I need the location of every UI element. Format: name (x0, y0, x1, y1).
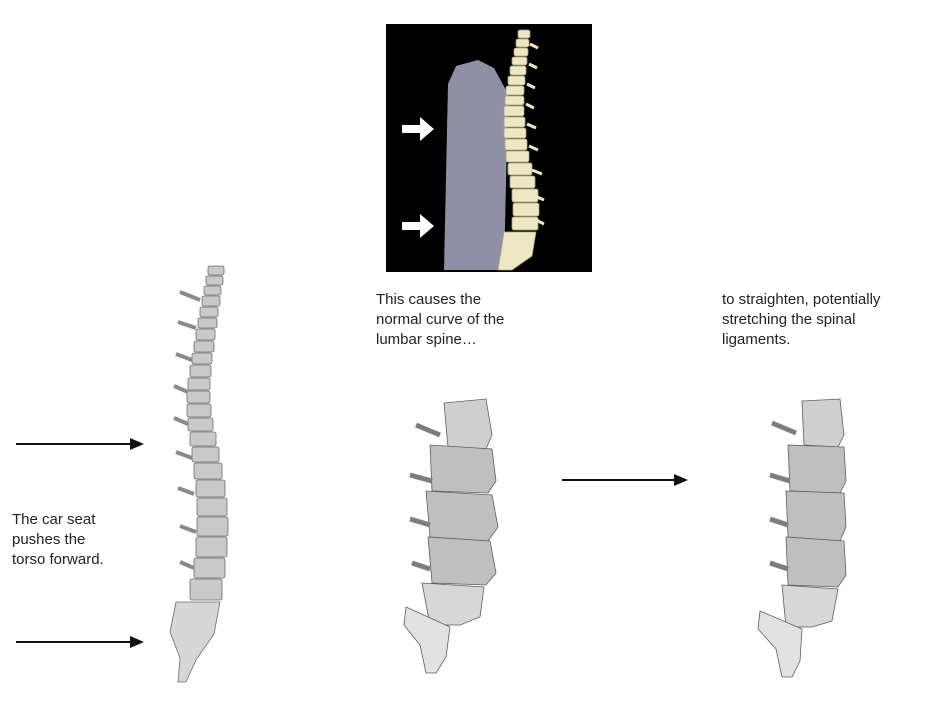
caption-straighten: to straighten, potentially stretching th… (722, 291, 881, 348)
force-arrow-lower-icon (14, 634, 146, 650)
full-spine-illustration (150, 262, 260, 687)
transition-arrow-icon (560, 472, 692, 488)
caption-car-seat: The car seat pushes the torso forward. (12, 511, 104, 568)
inset-spine (497, 29, 545, 271)
inset-seat-spine-image (386, 24, 592, 272)
lumbar-spine-curved-illustration (400, 395, 505, 675)
force-arrow-upper-icon (14, 436, 146, 452)
inset-illustration (402, 29, 545, 271)
full-spine (169, 265, 229, 683)
inset-arrow-upper-icon (402, 117, 434, 141)
inset-arrow-lower-icon (402, 214, 434, 238)
lumbar-spine-straightened-illustration (752, 395, 857, 680)
caption-normal-curve: This causes the normal curve of the lumb… (376, 291, 505, 348)
seat-back (444, 60, 508, 270)
